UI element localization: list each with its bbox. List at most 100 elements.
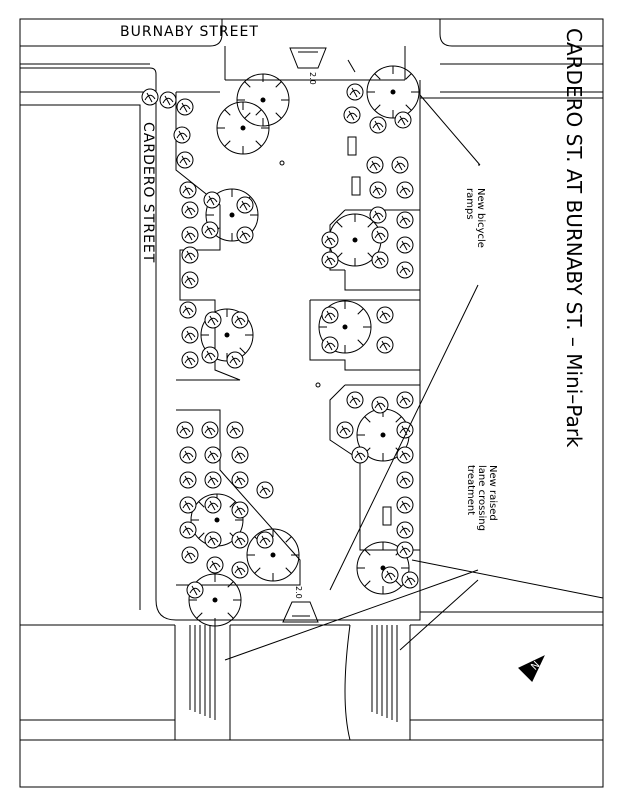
shrub-icon	[366, 156, 384, 174]
label-line: treatment	[465, 465, 476, 515]
park-outline	[20, 46, 604, 621]
shrub-icon	[201, 421, 219, 439]
shrub-icon	[369, 116, 387, 134]
shrub-icon	[396, 521, 414, 539]
shrubs	[141, 83, 419, 599]
shrub-icon	[321, 306, 339, 324]
shrub-icon	[201, 346, 219, 364]
shrub-icon	[179, 521, 197, 539]
drawing-border	[19, 18, 604, 788]
shrub-icon	[204, 531, 222, 549]
shrub-icon	[203, 191, 221, 209]
shrub-icon	[206, 556, 224, 574]
shrub-icon	[181, 246, 199, 264]
label-line: New bicycle	[475, 188, 486, 248]
crossing-treatment-right	[344, 624, 411, 741]
shrub-icon	[371, 251, 389, 269]
tree-icon	[246, 528, 300, 582]
label-line: lane crossing	[476, 465, 487, 531]
shrub-icon	[346, 391, 364, 409]
shrub-icon	[179, 301, 197, 319]
shrub-icon	[236, 196, 254, 214]
north-arrow-icon: N	[518, 655, 545, 682]
shrub-icon	[231, 471, 249, 489]
shrub-icon	[346, 83, 364, 101]
shrub-icon	[181, 201, 199, 219]
shrub-icon	[376, 336, 394, 354]
shrub-icon	[204, 311, 222, 329]
dimension-top: 2.0	[308, 72, 317, 85]
label-line: New raised	[487, 465, 498, 521]
shrub-icon	[321, 336, 339, 354]
shrub-icon	[321, 251, 339, 269]
shrub-icon	[179, 471, 197, 489]
shrub-icon	[173, 126, 191, 144]
shrub-icon	[141, 88, 159, 106]
shrub-icon	[396, 471, 414, 489]
shrub-icon	[231, 501, 249, 519]
street-label-cardero: CARDERO STREET	[140, 122, 156, 263]
shrub-icon	[231, 311, 249, 329]
bicycle-ramp-bottom	[282, 601, 319, 623]
shrub-icon	[351, 446, 369, 464]
shrub-icon	[204, 496, 222, 514]
shrub-icon	[201, 221, 219, 239]
benches	[279, 136, 392, 526]
shrub-icon	[369, 206, 387, 224]
shrub-icon	[159, 91, 177, 109]
shrub-icon	[236, 226, 254, 244]
shrub-icon	[396, 541, 414, 559]
shrub-icon	[371, 396, 389, 414]
shrub-icon	[336, 421, 354, 439]
shrub-icon	[231, 561, 249, 579]
shrub-icon	[396, 391, 414, 409]
shrub-icon	[231, 446, 249, 464]
shrub-icon	[179, 446, 197, 464]
shrub-icon	[343, 106, 361, 124]
bicycle-ramp-top	[289, 47, 327, 69]
dimension-bottom: 2.0	[294, 586, 303, 599]
shrub-icon	[181, 271, 199, 289]
label-bicycle-ramps: New bicycle ramps	[464, 188, 486, 248]
shrub-icon	[204, 471, 222, 489]
shrub-icon	[396, 446, 414, 464]
shrub-icon	[396, 211, 414, 229]
label-crossing-treatment: New raised lane crossing treatment	[465, 465, 498, 531]
shrub-icon	[369, 181, 387, 199]
shrub-icon	[256, 531, 274, 549]
shrub-icon	[396, 496, 414, 514]
shrub-icon	[396, 421, 414, 439]
burnaby-street-edges	[20, 19, 603, 93]
shrub-icon	[231, 531, 249, 549]
shrub-icon	[394, 111, 412, 129]
shrub-icon	[376, 306, 394, 324]
shrub-icon	[181, 546, 199, 564]
shrub-icon	[396, 181, 414, 199]
shrub-icon	[396, 261, 414, 279]
shrub-icon	[181, 351, 199, 369]
shrub-icon	[176, 421, 194, 439]
shrub-icon	[179, 181, 197, 199]
shrub-icon	[181, 326, 199, 344]
shrub-icon	[371, 226, 389, 244]
leader-lines	[224, 59, 481, 661]
shrub-icon	[226, 421, 244, 439]
shrub-icon	[391, 156, 409, 174]
shrub-icon	[401, 571, 419, 589]
shrub-icon	[176, 98, 194, 116]
tree-icon	[216, 101, 270, 155]
shrub-icon	[176, 151, 194, 169]
label-line: ramps	[464, 188, 475, 220]
street-label-burnaby: BURNABY STREET	[120, 24, 259, 40]
shrub-icon	[256, 481, 274, 499]
shrub-icon	[181, 226, 199, 244]
drawing-title: CARDERO ST. AT BURNABY ST. – Mini–Park	[562, 28, 586, 448]
crossing-treatment-left	[174, 625, 231, 740]
shrub-icon	[396, 236, 414, 254]
shrub-icon	[226, 351, 244, 369]
shrub-icon	[321, 231, 339, 249]
tree-icon	[366, 65, 420, 119]
road-edges	[20, 624, 603, 721]
tree-icon	[236, 73, 290, 127]
